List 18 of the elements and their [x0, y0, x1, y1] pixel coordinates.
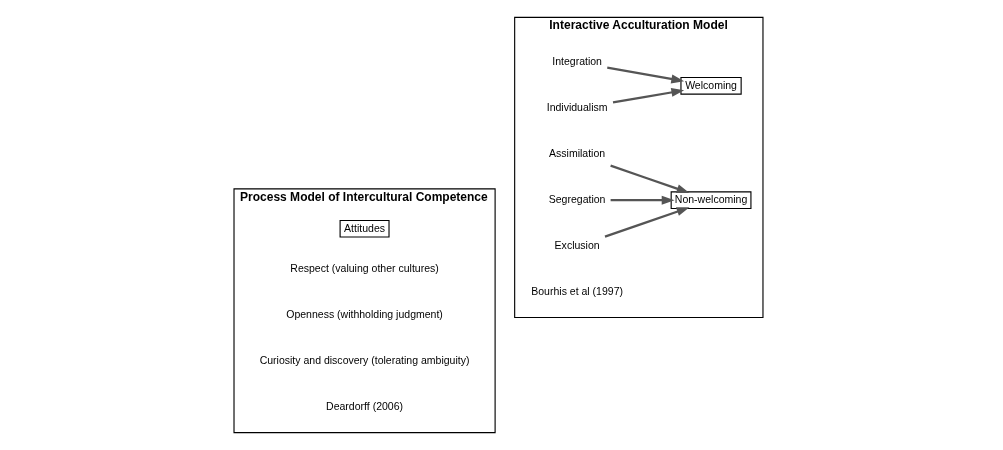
node-text: Integration — [552, 55, 602, 68]
node-box: Non-welcoming — [670, 191, 752, 209]
arrow — [612, 87, 685, 104]
arrow — [610, 195, 675, 205]
node-box: Welcoming — [680, 76, 742, 95]
node-text: Segregation — [548, 192, 606, 205]
node-text: Assimilation — [549, 147, 606, 160]
arrow — [607, 66, 685, 84]
node-text: Individualism — [546, 101, 608, 114]
node-text: Deardorff (2006) — [326, 399, 404, 412]
node-box: Attitudes — [339, 219, 390, 238]
node-text: Bourhis et al (1997) — [531, 284, 624, 297]
node-text: Exclusion — [554, 238, 600, 251]
arrow — [610, 164, 690, 193]
arrow — [604, 207, 690, 238]
node-text: Curiosity and discovery (tolerating ambiguity) — [259, 353, 470, 366]
node-text: Openness (withholding judgment) — [286, 308, 443, 321]
node-text: Respect (valuing other cultures) — [290, 262, 439, 275]
